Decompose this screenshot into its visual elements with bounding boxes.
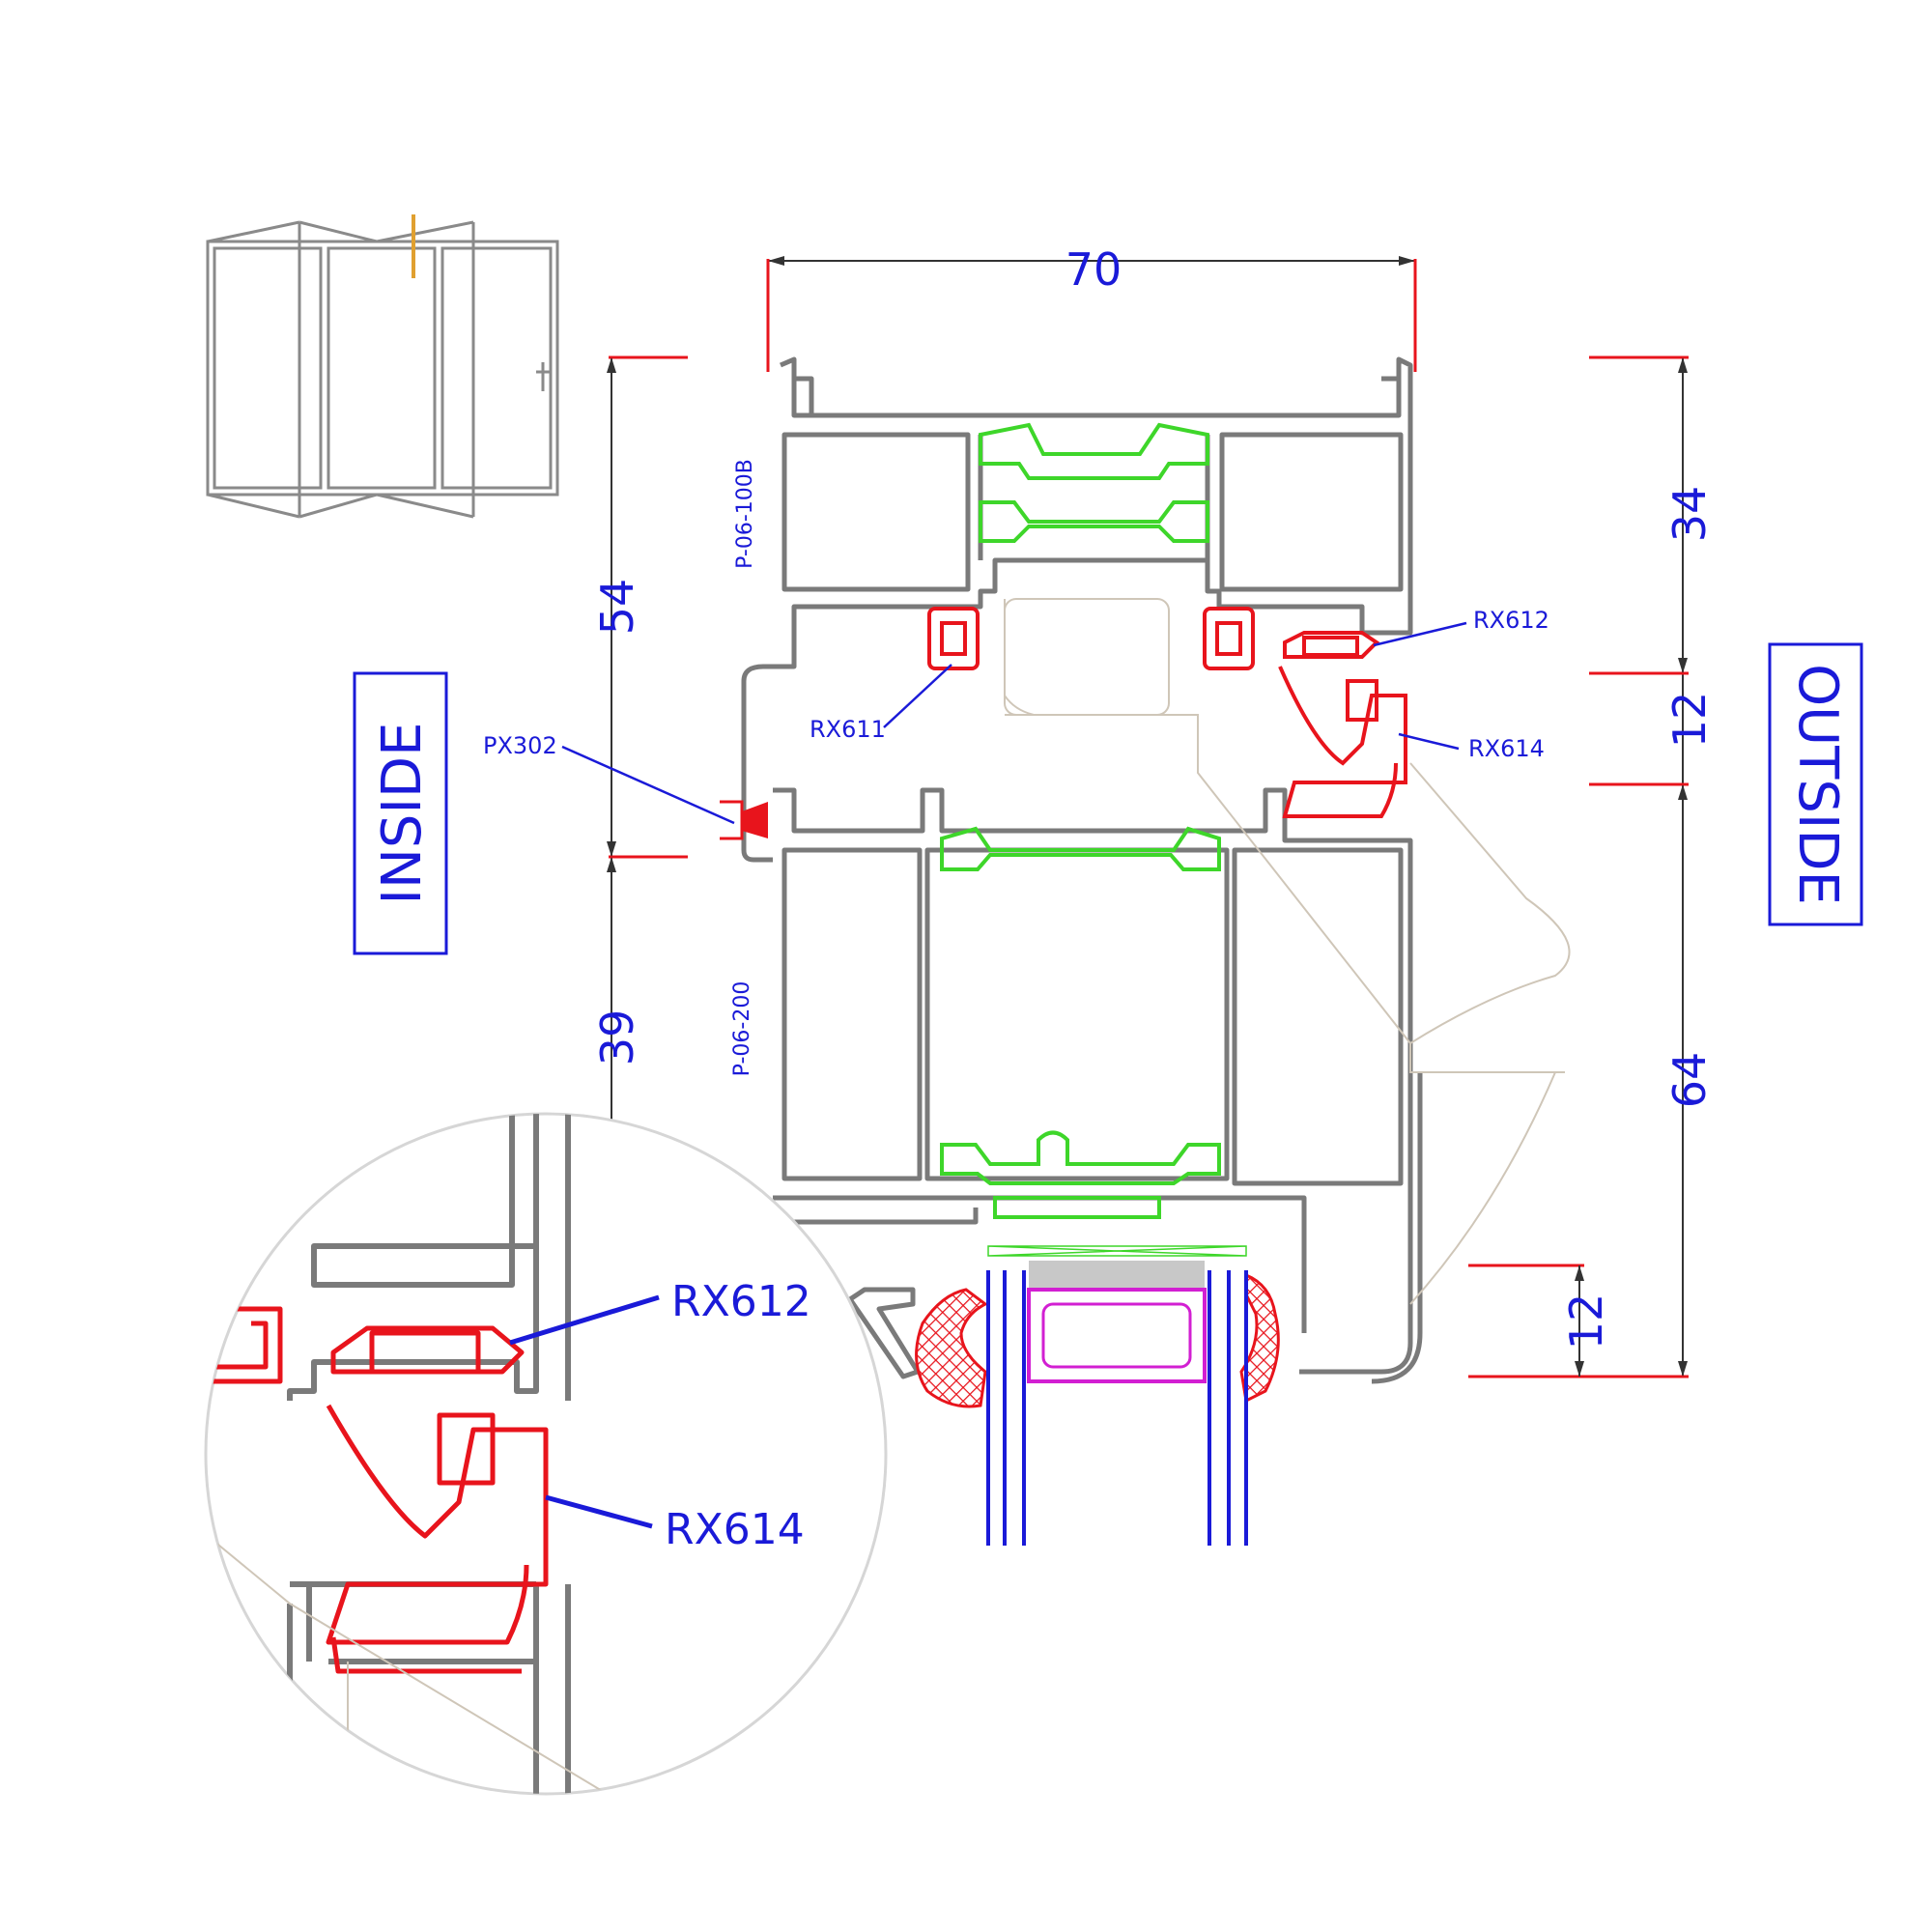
dimension-left-upper-text: 54	[591, 579, 643, 636]
glazing-unit	[986, 1270, 1248, 1546]
glazing-spacer-outer	[1027, 1288, 1207, 1383]
glazing-sealant	[1029, 1261, 1205, 1290]
gasket-px302	[742, 802, 768, 838]
outside-label: OUTSIDE	[1786, 664, 1849, 905]
gasket-rx611-right	[1203, 607, 1255, 670]
dimension-left-lower-text: 39	[591, 1009, 643, 1066]
profile-code-upper: P-06-100B	[733, 459, 757, 569]
glazing-gasket-left	[915, 1288, 988, 1408]
door-elevation-thumbnail	[206, 220, 559, 519]
gasket-rx612-rx614	[1278, 631, 1407, 818]
glazing-top-marker	[987, 1245, 1247, 1257]
inside-label: INSIDE	[371, 723, 434, 905]
glazing-spacer-inner	[1041, 1302, 1192, 1369]
dimension-bottom-small-text: 12	[1560, 1293, 1612, 1350]
detail-callout-rx614: RX614	[665, 1505, 805, 1554]
dimension-right-mid-text: 12	[1663, 692, 1716, 749]
frame-profile-upper	[741, 356, 1413, 863]
thermal-break-upper	[979, 422, 1209, 543]
dimension-left-chain	[607, 355, 688, 1125]
detail-magnifier	[204, 1112, 888, 1796]
gasket-px302-base	[720, 800, 744, 840]
gasket-rx611-left	[927, 607, 980, 670]
dimension-width-text: 70	[1065, 243, 1122, 296]
dimension-right-top-text: 34	[1663, 486, 1716, 543]
callout-px302: PX302	[483, 732, 557, 759]
outside-label-box	[1768, 642, 1863, 926]
callout-leaders	[561, 621, 1467, 825]
detail-callout-leaders	[509, 1294, 660, 1529]
thermal-break-lower	[940, 826, 1221, 1219]
callout-rx612: RX612	[1473, 607, 1549, 634]
inside-label-box	[353, 671, 448, 955]
sash-outline	[1004, 598, 1571, 1305]
dimension-width	[766, 256, 1417, 372]
frame-profile-lower	[773, 787, 1423, 1384]
glazing-gasket-right	[1239, 1272, 1280, 1404]
callout-rx614: RX614	[1468, 735, 1545, 762]
callout-rx611: RX611	[810, 716, 886, 743]
detail-callout-rx612: RX612	[671, 1277, 811, 1326]
profile-code-lower: P-06-200	[730, 981, 754, 1077]
dimension-bottom-small	[1468, 1264, 1584, 1377]
dimension-right-lower-text: 64	[1663, 1052, 1716, 1109]
dimension-right-chain	[1468, 355, 1689, 1378]
